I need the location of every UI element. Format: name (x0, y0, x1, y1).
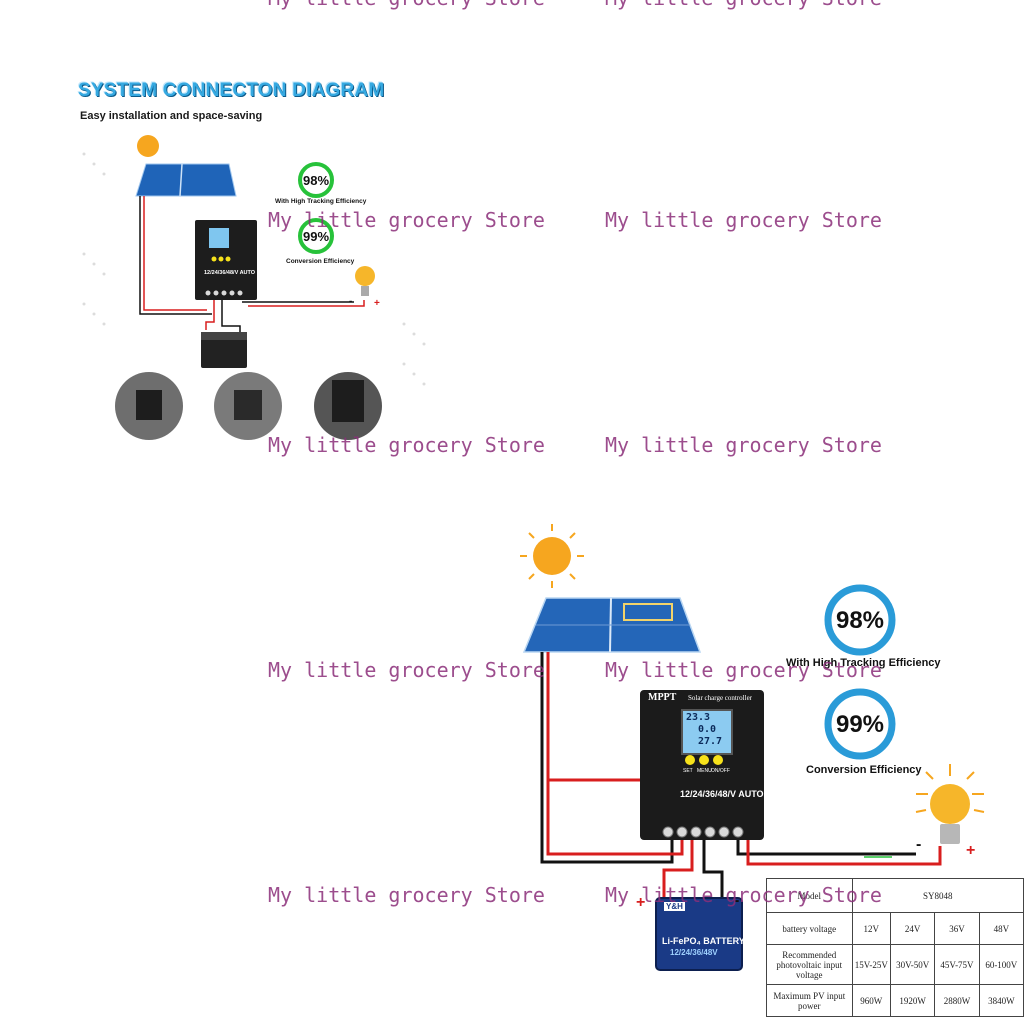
top-diagram-panel: SYSTEM CONNECTON DIAGRAM Easy installati… (64, 64, 448, 448)
dot-pattern (82, 152, 426, 386)
watermark-text: My little grocery Store (605, 0, 882, 10)
battery-negative-wire (702, 834, 724, 904)
efficiency-ring-1 (824, 584, 896, 656)
top-plus-sign: + (374, 298, 380, 309)
battery-plus-sign: + (636, 894, 646, 911)
solar-panel-icon (135, 163, 237, 197)
bottom-eff1-label: With High Tracking Efficiency (786, 657, 941, 669)
table-cell: Recommended photovoltaic input voltage (766, 944, 853, 985)
bottom-minus-sign: - (916, 836, 922, 853)
charge-controller-icon (195, 220, 257, 300)
charge-controller-icon (640, 690, 764, 840)
install-photo-2-controller (234, 390, 262, 420)
watermark-text: My little grocery Store (268, 658, 545, 682)
watermark-text: My little grocery Store (268, 0, 545, 10)
spec-table: Model SY8048 battery voltage 12V 24V 36V… (766, 878, 1024, 1017)
solar-panel-icon (522, 597, 702, 653)
table-cell: 48V (978, 912, 1024, 945)
battery-positive-wire (662, 834, 694, 904)
table-row: Model SY8048 (766, 878, 1024, 913)
table-cell: 60-100V (978, 944, 1024, 985)
battery-brand: Y&H (664, 902, 685, 911)
install-photo-3-controller (332, 380, 364, 422)
bottom-eff1-value: 98% (835, 607, 885, 634)
table-row: Recommended photovoltaic input voltage 1… (766, 944, 1024, 985)
battery-minus-sign: - (734, 892, 740, 909)
light-bulb-icon (915, 764, 985, 844)
pv-negative-wire (139, 196, 212, 315)
table-header-model: Model (766, 878, 853, 913)
pv-positive-wire (143, 196, 207, 311)
pv-negative-wire (540, 652, 674, 864)
top-eff2-value: 99% (302, 228, 330, 244)
load-negative-wire (736, 834, 916, 856)
watermark-text: My little grocery Store (605, 208, 882, 232)
top-eff1-value: 98% (302, 172, 330, 188)
top-minus-sign: - (349, 296, 353, 307)
battery-icon (655, 897, 743, 971)
table-cell: 2880W (934, 984, 980, 1017)
table-cell: 960W (851, 984, 891, 1017)
lcd-line-3: 27.7 (698, 736, 723, 747)
table-cell: 24V (889, 912, 936, 945)
table-cell: 3840W (978, 984, 1024, 1017)
efficiency-ring-1 (298, 162, 334, 198)
table-cell: 45V-75V (934, 944, 980, 985)
pv-positive-wire-2 (546, 780, 684, 856)
bottom-diagram-graphics (520, 524, 985, 971)
controller-brand: MPPT (648, 692, 677, 703)
battery-icon (201, 332, 247, 368)
load-positive-wire (746, 834, 942, 866)
bottom-plus-sign: + (966, 842, 976, 859)
light-bulb-icon (355, 266, 375, 296)
table-cell: Maximum PV input power (766, 984, 853, 1017)
button-label-set: SET (683, 768, 693, 774)
bottom-controller-label: 12/24/36/48/V AUTO (680, 789, 764, 799)
bottom-diagram-panel: 98% With High Tracking Efficiency 99% Co… (512, 512, 1024, 1024)
table-cell: 30V-50V (889, 944, 936, 985)
table-row: Maximum PV input power 960W 1920W 2880W … (766, 984, 1024, 1017)
top-diagram-graphics (82, 135, 426, 440)
table-cell: 1920W (889, 984, 936, 1017)
controller-subtitle: Solar charge controller (688, 694, 753, 702)
table-cell: 36V (934, 912, 980, 945)
battery-title: Li-FePO₄ BATTERY (662, 936, 745, 946)
table-cell: battery voltage (766, 912, 853, 945)
watermark-text: My little grocery Store (268, 883, 545, 907)
lcd-line-2: 0.0 (698, 724, 717, 735)
button-label-onoff: ON/OFF (711, 768, 730, 774)
load-positive-wire (248, 300, 365, 307)
button-label-menu: MENU (697, 768, 712, 774)
lcd-line-1: 23.3 (686, 712, 711, 723)
battery-positive-wire (205, 300, 215, 330)
table-header-model-value: SY8048 (851, 878, 1024, 913)
watermark-text: My little grocery Store (605, 433, 882, 457)
install-photo-1-controller (136, 390, 162, 420)
battery-negative-wire (221, 300, 241, 332)
bottom-eff2-label: Conversion Efficiency (806, 764, 922, 776)
top-eff2-label: Conversion Efficiency (286, 258, 355, 265)
top-controller-label: 12/24/36/48/V AUTO (204, 270, 256, 276)
battery-voltage-label: 12/24/36/48V (670, 948, 718, 957)
table-cell: 15V-25V (851, 944, 891, 985)
efficiency-ring-2 (824, 688, 896, 760)
sun-icon (137, 135, 159, 157)
table-cell: 12V (851, 912, 891, 945)
sun-icon (520, 524, 584, 588)
efficiency-ring-2 (298, 218, 334, 254)
top-eff1-label: With High Tracking Efficiency (275, 198, 367, 205)
pv-positive-wire (546, 652, 652, 782)
table-row: battery voltage 12V 24V 36V 48V (766, 912, 1024, 945)
diagram-subtitle: Easy installation and space-saving (80, 110, 263, 122)
diagram-title: SYSTEM CONNECTON DIAGRAM (78, 80, 385, 101)
bottom-eff2-value: 99% (835, 711, 885, 738)
